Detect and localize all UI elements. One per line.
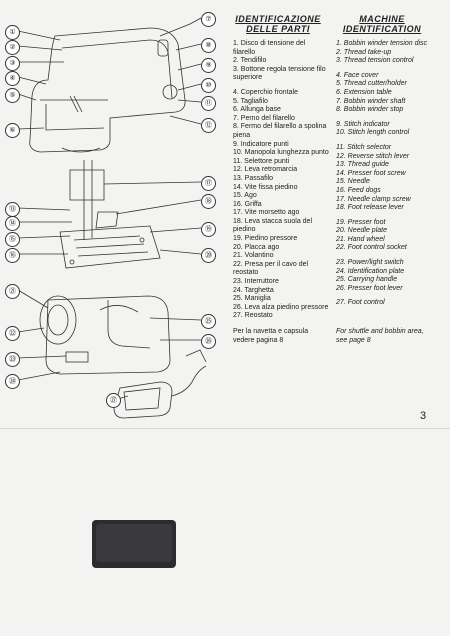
- list-item: 13. Thread guide: [336, 161, 389, 169]
- list-item: 15. Ago: [233, 192, 257, 200]
- english-shuttle-note: For shuttle and bobbin area, see page 8: [336, 328, 424, 344]
- list-item: 7. Bobbin winder shaft: [336, 97, 406, 105]
- list-item: 26. Leva alza piedino pressore: [233, 303, 329, 311]
- english-heading: MACHINE IDENTIFICATION: [342, 14, 422, 34]
- callout-4: ④: [5, 71, 20, 86]
- callout-24: ㉔: [5, 374, 20, 389]
- list-item: 1. Disco di tensione del filarello: [233, 40, 306, 56]
- list-item: 11. Selettore punti: [233, 157, 290, 165]
- list-item: 6. Allunga base: [233, 106, 281, 114]
- callout-7: ⑦: [201, 12, 216, 27]
- callout-1: ①: [5, 25, 20, 40]
- list-item: 27. Reostato: [233, 312, 273, 320]
- list-item: 1. Bobbin winder tension disc: [336, 40, 428, 47]
- italian-shuttle-note: Per la navetta e capsula vedere pagina 8: [233, 328, 309, 344]
- list-item: 6. Extension table: [336, 88, 392, 96]
- list-item: 23. Power/light switch: [336, 259, 404, 267]
- callout-15: ⑮: [5, 232, 20, 247]
- page-number: 3: [420, 410, 427, 422]
- list-item: 4. Coperchio frontale: [233, 88, 298, 96]
- list-item: 10. Manopola lunghezza punto: [233, 149, 329, 157]
- callout-17: ⑰: [201, 176, 216, 191]
- machine-case-photo: [92, 520, 176, 568]
- page-divider: [0, 428, 450, 429]
- list-item: 21. Hand wheel: [336, 235, 385, 243]
- english-parts-list: 1. Bobbin winder tension disc 2. Thread …: [336, 40, 436, 308]
- list-item: 16. Feed dogs: [336, 186, 381, 194]
- list-item: 22. Presa per il cavo del reostato: [233, 260, 309, 277]
- list-item: 13. Passafilo: [233, 174, 274, 182]
- callout-5: ⑤: [5, 88, 20, 103]
- sewing-machine-illustration: [17, 17, 207, 419]
- list-item: 16. Griffa: [233, 200, 262, 208]
- list-item: 21. Volantino: [233, 252, 274, 260]
- callout-14: ⑭: [5, 216, 20, 231]
- callout-3: ③: [5, 56, 20, 71]
- list-item: 22. Foot control socket: [336, 244, 407, 252]
- callout-13: ⑬: [5, 202, 20, 217]
- callout-16: ⑯: [5, 248, 20, 263]
- list-item: 25. Maniglia: [233, 295, 271, 303]
- list-item: 2. Tendifilo: [233, 57, 267, 65]
- callout-9: ⑨: [201, 58, 216, 73]
- list-item: 14. Presser foot screw: [336, 169, 406, 177]
- callout-10: ⑩: [201, 78, 216, 93]
- callout-6: ⑥: [5, 123, 20, 138]
- list-item: 9. Stitch indicator: [336, 120, 390, 128]
- callout-27: ㉗: [106, 393, 121, 408]
- callout-22: ㉒: [5, 326, 20, 341]
- callout-20: ⑳: [201, 248, 216, 263]
- list-item: 23. Interruttore: [233, 278, 279, 286]
- callout-12: ⑫: [201, 118, 216, 133]
- list-item: 7. Perno del filarello: [233, 114, 295, 122]
- list-item: 8. Fermo del filarello a spolina piena: [233, 123, 327, 139]
- list-item: 26. Presser foot lever: [336, 284, 403, 292]
- list-item: 9. Indicatore punti: [233, 140, 289, 148]
- list-item: 5. Tagliafilo: [233, 97, 268, 105]
- list-item: 5. Thread cutter/holder: [336, 80, 407, 88]
- list-item: 20. Needle plate: [336, 227, 387, 235]
- list-item: 27. Foot control: [336, 299, 385, 307]
- list-item: 24. Targhetta: [233, 286, 274, 294]
- list-item: 19. Presser foot: [336, 218, 386, 226]
- callout-18: ⑱: [201, 194, 216, 209]
- callout-8: ⑧: [201, 38, 216, 53]
- case-lid: [96, 524, 172, 562]
- list-item: 12. Leva retromarcia: [233, 166, 298, 174]
- callout-23: ㉓: [5, 352, 20, 367]
- italian-heading: IDENTIFICAZIONE DELLE PARTI: [235, 14, 321, 34]
- list-item: 12. Reverse stitch lever: [336, 152, 410, 160]
- list-item: 18. Leva stacca suola del piedino: [233, 217, 312, 234]
- callout-11: ⑪: [201, 96, 216, 111]
- list-item: 17. Needle clamp screw: [336, 195, 411, 203]
- italian-parts-list: 1. Disco di tensione del filarello 2. Te…: [233, 40, 329, 321]
- list-item: 3. Thread tension control: [336, 57, 414, 65]
- callout-19: ⑲: [201, 222, 216, 237]
- list-item: 10. Stitch length control: [336, 129, 410, 137]
- callout-26: ㉖: [201, 334, 216, 349]
- list-item: 19. Piedino pressore: [233, 235, 298, 243]
- list-item: 14. Vite fissa piedino: [233, 183, 298, 191]
- list-item: 3. Bottone regola tensione filo superior…: [233, 65, 326, 82]
- list-item: 20. Placca ago: [233, 243, 280, 251]
- list-item: 2. Thread take-up: [336, 48, 392, 56]
- list-item: 11. Stitch selector: [336, 143, 392, 151]
- list-item: 15. Needle: [336, 178, 370, 186]
- list-item: 4. Face cover: [336, 71, 379, 79]
- callout-2: ②: [5, 40, 20, 55]
- list-item: 18. Foot release lever: [336, 204, 404, 212]
- callout-25: ㉕: [201, 314, 216, 329]
- callout-21: ㉑: [5, 284, 20, 299]
- list-item: 8. Bobbin winder stop: [336, 106, 404, 114]
- list-item: 25. Carrying handle: [336, 276, 398, 284]
- list-item: 17. Vite morsetto ago: [233, 209, 300, 217]
- list-item: 24. Identification plate: [336, 267, 405, 275]
